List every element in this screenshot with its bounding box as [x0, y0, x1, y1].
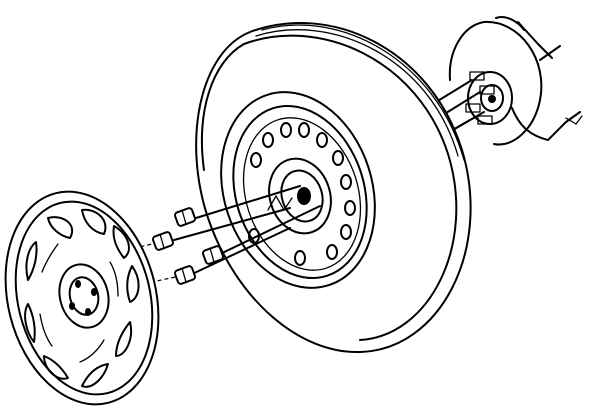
lug-nuts: [85, 185, 321, 295]
hub-stud-cluster: [465, 71, 495, 125]
tire-and-wheel: [195, 22, 472, 354]
lug-nut: [173, 207, 197, 227]
brake-hub-assembly: [448, 16, 583, 146]
lug-nut: [173, 265, 197, 285]
wheel-cover: [4, 190, 160, 406]
wheel-cover-vents: [24, 208, 140, 388]
lug-nut: [151, 231, 175, 251]
lug-nut: [201, 245, 225, 265]
rim-vent-holes: [248, 122, 356, 266]
